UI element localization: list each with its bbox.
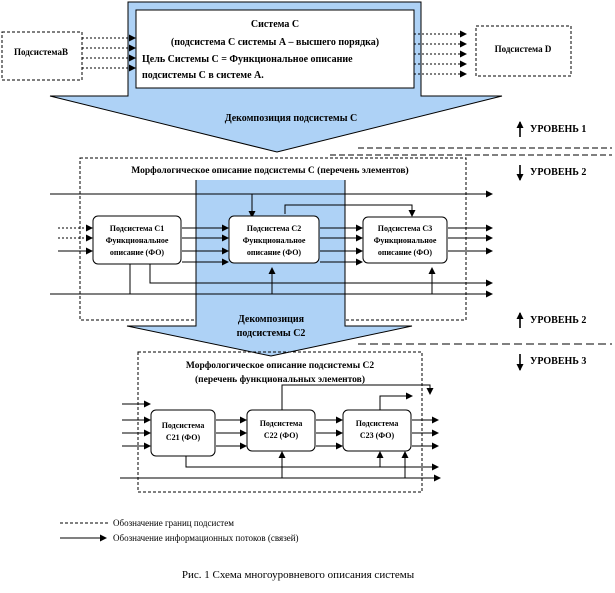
system-c-goal: Цель Системы С = Функциональное описание [142, 54, 353, 65]
subsystem-c23-box [342, 409, 412, 452]
subsystem-c3-box [362, 216, 448, 264]
system-c-goal-cont: подсистемы С в системе А. [142, 70, 264, 81]
subsystem-c1-line2: Функциональное [106, 236, 169, 245]
subsystem-d-label: Подсистема D [495, 44, 552, 54]
level-2-marker-b: УРОВЕНЬ 2 [516, 312, 586, 328]
subsystem-c1-box [92, 215, 182, 265]
subsystem-c22-line2: С22 (ФО) [264, 431, 299, 440]
level-1-marker: УРОВЕНЬ 1 [516, 121, 586, 137]
level-3-flows [120, 384, 441, 482]
subsystem-c3-title: Подсистема С3 [378, 224, 432, 233]
subsystem-c3-line2: Функциональное [374, 236, 437, 245]
subsystem-c21-line2: С21 (ФО) [166, 433, 201, 442]
decomposition-c2-label-2: подсистемы С2 [237, 328, 306, 339]
level-2-marker-a: УРОВЕНЬ 2 [516, 165, 586, 181]
legend-arrow-label: Обозначение информационных потоков (связ… [113, 533, 299, 543]
subsystem-c23-line2: С23 (ФО) [360, 431, 395, 440]
subsystem-c1-line3: описание (ФО) [110, 248, 164, 257]
legend-dashed-label: Обозначение границ подсистем [113, 518, 234, 528]
subsystem-c21-box [150, 409, 216, 457]
subsystem-c2-line3: описание (ФО) [247, 248, 301, 257]
system-c-title: Система С [251, 19, 299, 30]
level-3-boundary [137, 351, 423, 493]
subsystem-c3-line3: описание (ФО) [378, 248, 432, 257]
subsystem-c22-box [246, 409, 316, 452]
subsystem-c2-box [228, 215, 320, 264]
level-2-title: Морфологическое описание подсистемы С (п… [131, 165, 408, 176]
level-2-label-a: УРОВЕНЬ 2 [530, 167, 586, 178]
level-3-title-2: (перечень функциональных элементов) [195, 374, 365, 385]
subsystem-c23-line1: Подсистема [356, 419, 399, 428]
b-to-c-flows [82, 34, 136, 72]
figure-caption: Рис. 1 Схема многоуровневого описания си… [182, 569, 415, 581]
level-3-label: УРОВЕНЬ 3 [530, 356, 586, 367]
subsystem-c2-title: Подсистема С2 [247, 224, 301, 233]
level-3-title-1: Морфологическое описание подсистемы С2 [186, 360, 375, 371]
decomposition-c2-label-1: Декомпозиция [238, 314, 305, 325]
level-3-marker: УРОВЕНЬ 3 [516, 354, 586, 371]
level-2-label-b: УРОВЕНЬ 2 [530, 315, 586, 326]
decomposition-c-label: Декомпозиция подсистемы С [225, 113, 358, 124]
level-1-label: УРОВЕНЬ 1 [530, 124, 586, 135]
system-c-subtitle: (подсистема С системы А – высшего порядк… [171, 37, 379, 48]
level-2-flows [50, 190, 493, 298]
subsystem-b-label: ПодсистемаB [14, 47, 68, 57]
subsystem-c1-title: Подсистема С1 [110, 224, 164, 233]
subsystem-b-box [1, 31, 83, 81]
subsystem-c21-line1: Подсистема [162, 421, 205, 430]
system-c-box [135, 9, 415, 89]
subsystem-d-box [475, 25, 572, 77]
subsystem-c22-line1: Подсистема [260, 419, 303, 428]
c-to-d-flows [414, 30, 467, 78]
subsystem-c2-line2: Функциональное [243, 236, 306, 245]
